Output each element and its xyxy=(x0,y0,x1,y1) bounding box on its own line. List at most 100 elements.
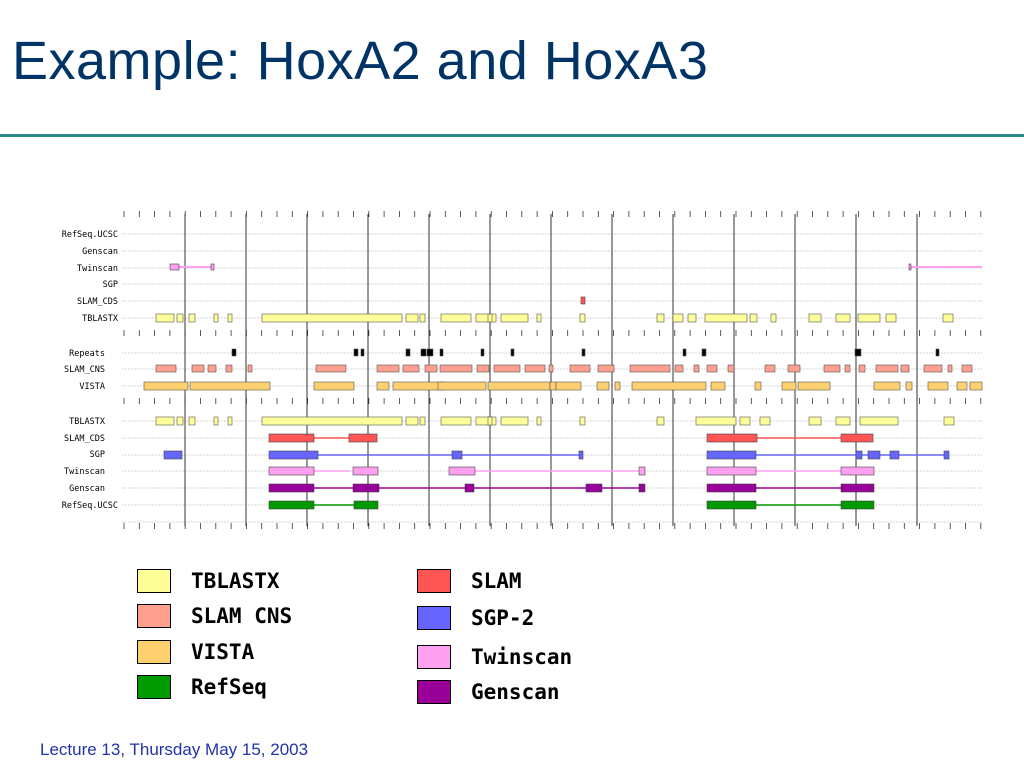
tblastx-block xyxy=(405,313,419,323)
vista-block xyxy=(781,381,797,391)
vista-track xyxy=(143,381,983,391)
repeat-block xyxy=(439,348,444,357)
vista-block xyxy=(189,381,271,391)
legend-item-vista: VISTA xyxy=(137,639,254,665)
slam-cns-block xyxy=(207,364,217,373)
slam-cns-block xyxy=(155,364,177,373)
tblastx-block xyxy=(656,313,665,323)
tblastx-block xyxy=(739,416,751,426)
legend-item-slam-cns: SLAM CNS xyxy=(137,603,292,629)
title-divider xyxy=(0,134,1024,137)
tblastx-block xyxy=(770,313,777,323)
track-labels-middle: Repeats SLAM_CNS VISTA xyxy=(64,349,105,392)
slam-cns-block xyxy=(493,364,521,373)
track-label-twinscan-bottom: Twinscan xyxy=(64,467,105,477)
legend-label-slam-cns: SLAM CNS xyxy=(191,604,293,628)
slam-cns-block xyxy=(597,364,615,373)
tblastx-block xyxy=(176,313,184,323)
track-label-genscan-top: Genscan xyxy=(82,247,118,257)
legend-label-tblastx: TBLASTX xyxy=(191,569,280,593)
slam-cns-block xyxy=(376,364,400,373)
vista-swatch-icon xyxy=(137,640,171,664)
track-label-tblastx-top: TBLASTX xyxy=(82,314,119,324)
tblastx-block xyxy=(536,313,542,323)
repeat-block xyxy=(360,348,365,357)
slam-cns-block xyxy=(923,364,943,373)
repeat-block xyxy=(581,348,586,357)
twinscan-top-track xyxy=(169,263,982,271)
repeat-block xyxy=(405,348,411,357)
tblastx-block xyxy=(500,416,529,426)
vista-block xyxy=(437,381,487,391)
slam-cns-block xyxy=(875,364,899,373)
legend-label-genscan: Genscan xyxy=(471,680,560,704)
vista-block xyxy=(754,381,762,391)
vista-block xyxy=(956,381,968,391)
legend-item-refseq: RefSeq xyxy=(137,674,267,700)
repeat-block xyxy=(426,348,434,357)
track-labels-top: RefSeq.UCSC Genscan Twinscan SGP SLAM_CD… xyxy=(62,230,119,324)
tblastx-block xyxy=(835,416,851,426)
vista-block xyxy=(905,381,913,391)
twinscan-swatch-icon xyxy=(417,645,451,669)
tblastx-block xyxy=(704,313,748,323)
tblastx-block xyxy=(885,313,897,323)
tblastx-block xyxy=(261,313,403,323)
slam-cns-block xyxy=(961,364,973,373)
tblastx-block xyxy=(419,416,426,426)
slam-cns-block xyxy=(674,364,684,373)
track-label-twinscan-top: Twinscan xyxy=(77,264,118,274)
repeat-block xyxy=(701,348,707,357)
vista-block xyxy=(969,381,983,391)
repeat-block xyxy=(480,348,485,357)
slam-cns-block xyxy=(764,364,776,373)
tblastx-block xyxy=(808,416,822,426)
tblastx-block xyxy=(808,313,822,323)
slam-cns-block xyxy=(947,364,953,373)
repeat-block xyxy=(935,348,940,357)
tblastx-block xyxy=(227,416,233,426)
legend-label-vista: VISTA xyxy=(191,640,255,664)
slam-cns-block xyxy=(858,364,866,373)
vista-block xyxy=(549,381,557,391)
slam-cns-block xyxy=(787,364,801,373)
slam-cns-block xyxy=(693,364,700,373)
slam-cds-bottom-track xyxy=(268,433,874,443)
tblastx-bottom-track xyxy=(155,416,955,426)
vista-block xyxy=(927,381,949,391)
repeat-block xyxy=(682,348,687,357)
slam-cns-swatch-icon xyxy=(137,604,171,628)
vista-block xyxy=(797,381,831,391)
repeat-block xyxy=(510,348,515,357)
repeat-block xyxy=(854,348,862,357)
slam-cns-block xyxy=(225,364,233,373)
alignment-tracks-diagram: RefSeq.UCSC Genscan Twinscan SGP SLAM_CD… xyxy=(62,210,984,529)
slam-cns-block xyxy=(844,364,851,373)
sgp2-swatch-icon xyxy=(417,606,451,630)
tblastx-block xyxy=(687,313,697,323)
slam-cns-block xyxy=(706,364,718,373)
vista-block xyxy=(487,381,551,391)
tblastx-block xyxy=(536,416,542,426)
repeats-track xyxy=(231,348,940,357)
slam-cns-block xyxy=(402,364,420,373)
vista-block xyxy=(710,381,726,391)
tblastx-block xyxy=(943,416,955,426)
tblastx-block xyxy=(440,313,472,323)
repeat-block xyxy=(420,348,427,357)
slam-cns-block xyxy=(247,364,253,373)
track-label-vista: VISTA xyxy=(79,382,105,392)
slam-cns-block xyxy=(476,364,490,373)
tblastx-block xyxy=(672,313,684,323)
slam-cns-block xyxy=(629,364,671,373)
sgp-bottom-track xyxy=(163,450,950,460)
repeat-block xyxy=(231,348,237,357)
tblastx-block xyxy=(695,416,737,426)
legend-item-twinscan: Twinscan xyxy=(417,644,572,670)
vista-block xyxy=(143,381,189,391)
track-label-slam-cns: SLAM_CNS xyxy=(64,365,105,375)
legend-item-genscan: Genscan xyxy=(417,679,560,705)
slam-cns-block xyxy=(900,364,910,373)
tblastx-block xyxy=(500,313,529,323)
slide-title: Example: HoxA2 and HoxA3 xyxy=(12,31,709,91)
